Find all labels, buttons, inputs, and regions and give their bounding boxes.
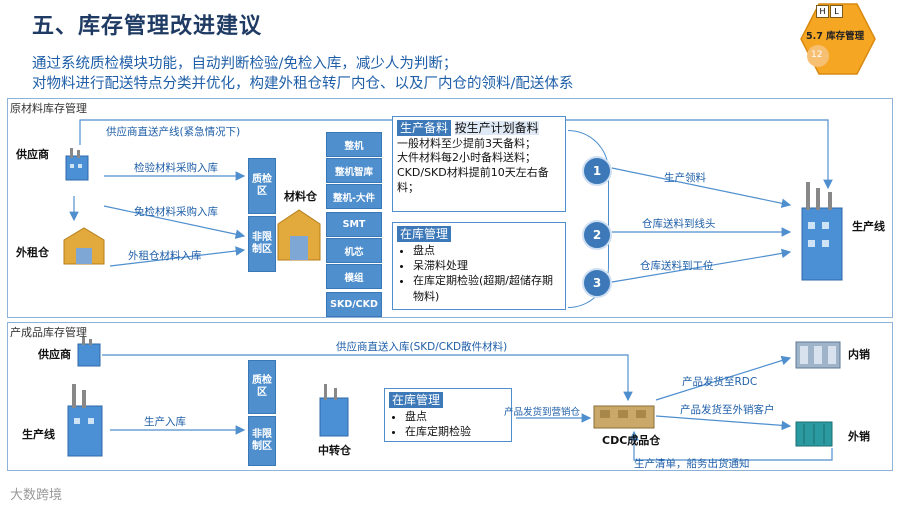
- fin-stock-box: 在库管理 盘点 在库定期检验: [384, 388, 512, 442]
- raw-stock-item-2: 在库定期检验(超期/超储存期物料): [413, 273, 561, 304]
- prep-head-1: 生产备料: [397, 120, 452, 137]
- external-wh-label: 外租仓: [16, 246, 49, 259]
- wh-item-1: 整机智库: [326, 158, 382, 183]
- raw-stock-item-1: 呆滞料处理: [413, 258, 561, 273]
- hexagon-icon: [800, 3, 876, 75]
- inspect-in-label: 检验材料采购入库: [134, 162, 218, 174]
- finished-panel-label: 产成品库存管理: [10, 326, 87, 339]
- transfer-wh-label: 中转仓: [318, 444, 351, 457]
- circle-2: 2: [582, 220, 612, 250]
- circle-1: 1: [582, 156, 612, 186]
- external-warehouse-icon: [60, 224, 108, 268]
- fin-qc-zone: 质检 区: [248, 360, 276, 414]
- exempt-in-label: 免检材料采购入库: [134, 206, 218, 218]
- page-title: 五、库存管理改进建议: [32, 14, 263, 39]
- fin-direct-label: 供应商直送入库(SKD/CKD散件材料): [336, 341, 508, 353]
- raw-panel-label: 原材料库存管理: [10, 102, 87, 115]
- raw-qc-zone: 质检 区: [248, 158, 276, 214]
- fin-stock-head: 在库管理: [389, 392, 444, 409]
- fin-stock-item-0: 盘点: [405, 409, 507, 424]
- prep-box: 生产备料 按生产计划备料 一般材料至少提前3天备料； 大件材料每2小时备料送料；…: [392, 116, 566, 212]
- wh-item-5: 模组: [326, 264, 382, 289]
- prep-line-2: CKD/SKD材料提前10天左右备料；: [397, 166, 549, 195]
- flow-2-label: 仓库送料到线头: [642, 218, 716, 230]
- cdc-warehouse-icon: [592, 398, 656, 430]
- raw-stock-head: 在库管理: [397, 226, 452, 243]
- ship-sales-label: 产品发货到营销仓: [504, 407, 581, 418]
- production-line-icon: [794, 178, 852, 282]
- raw-supplier-label: 供应商: [16, 148, 49, 161]
- raw-stock-box: 在库管理 盘点 呆滞料处理 在库定期检验(超期/超储存期物料): [392, 222, 566, 310]
- ext-in-label: 外租仓材料入库: [128, 250, 202, 262]
- fin-supplier-icon: [74, 336, 104, 368]
- raw-line-label: 生产线: [852, 220, 885, 233]
- export-label: 外销: [848, 430, 870, 443]
- wh-item-4: 机芯: [326, 238, 382, 263]
- transfer-wh-icon: [316, 380, 352, 438]
- prep-line-0: 一般材料至少提前3天备料；: [397, 136, 536, 150]
- subtitle-line-1: 通过系统质检模块功能，自动判断检验/免检入库，减少人为判断；: [32, 56, 458, 72]
- direct-line-label: 供应商直送产线(紧急情况下): [106, 126, 241, 138]
- circle-3: 3: [582, 268, 612, 298]
- wh-item-3: SMT: [326, 212, 382, 237]
- cdc-label: CDC成品仓: [602, 434, 661, 447]
- supplier-factory-icon: [62, 146, 92, 182]
- prep-head-2: 按生产计划备料: [454, 121, 539, 135]
- subtitle-line-2: 对物料进行配送特点分类并优化，构建外租仓转厂内仓、以及厂内仓的领料/配送体系: [32, 76, 574, 92]
- clear-notice-label: 生产清单，船务出货通知: [634, 458, 750, 470]
- ship-rdc-label: 产品发货至RDC: [682, 376, 758, 388]
- fin-stock-item-1: 在库定期检验: [405, 424, 507, 439]
- flow-1-label: 生产领料: [664, 172, 706, 184]
- badge-h: H: [816, 5, 829, 18]
- fin-prod-in-label: 生产入库: [144, 416, 186, 428]
- material-wh-label: 材料仓: [284, 190, 317, 203]
- watermark: 大数跨境: [10, 488, 63, 503]
- badge-page: 12: [811, 50, 823, 60]
- raw-nonlimit-zone: 非限 制区: [248, 216, 276, 272]
- domestic-icon: [792, 332, 844, 372]
- fin-line-label: 生产线: [22, 428, 55, 441]
- badge-l: L: [830, 5, 843, 18]
- export-container-icon: [794, 418, 834, 448]
- wh-item-6: SKD/CKD: [326, 292, 382, 317]
- ship-export-label: 产品发货至外销客户: [680, 404, 775, 416]
- section-badge: H L 5.7 库存管理 12: [800, 2, 876, 76]
- flow-3-label: 仓库送料到工位: [640, 260, 714, 272]
- badge-label: 5.7 库存管理: [806, 31, 865, 42]
- wh-item-0: 整机: [326, 132, 382, 157]
- raw-stock-item-0: 盘点: [413, 243, 561, 258]
- fin-line-icon: [62, 380, 108, 458]
- prep-line-1: 大件材料每2小时备料送料；: [397, 151, 536, 165]
- fin-supplier-label: 供应商: [38, 348, 71, 361]
- fin-nonlimit-zone: 非限 制区: [248, 416, 276, 466]
- domestic-label: 内销: [848, 348, 870, 361]
- wh-item-2: 整机-大件: [326, 184, 382, 209]
- material-warehouse-icon: [276, 206, 322, 264]
